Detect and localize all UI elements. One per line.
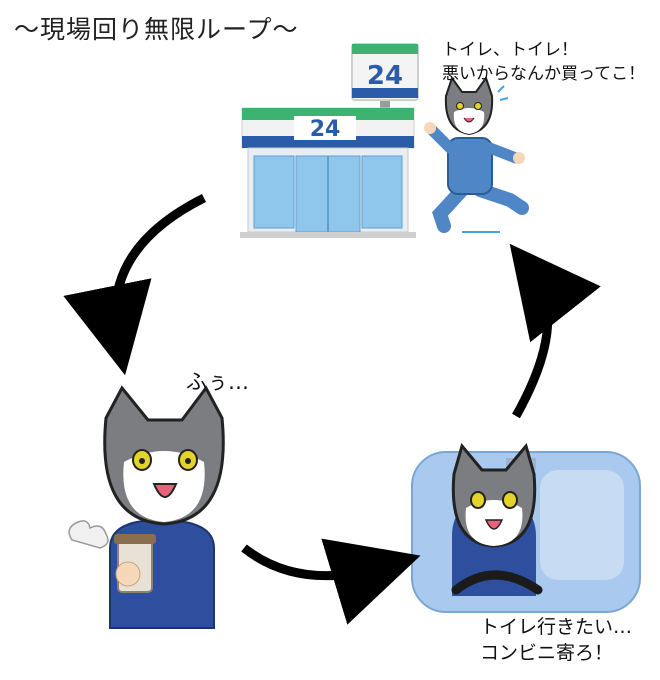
arrow-rest-to-car — [241, 538, 421, 625]
driving-cat-speech-line1: トイレ行きたい… — [480, 616, 633, 638]
running-cat-speech-line2: 悪いからなんか買ってこ！ — [442, 64, 646, 84]
cycle-arrows — [63, 193, 601, 625]
arrow-store-to-rest — [63, 193, 207, 376]
driving-cat-in-car — [411, 442, 641, 613]
running-cat-speech-line1: トイレ、トイレ！ — [442, 40, 578, 60]
pole-sign-number: 24 — [367, 61, 403, 91]
page-title: 〜現場回り無限ループ〜 — [14, 15, 299, 44]
resting-cat-speech: ふぅ… — [186, 370, 249, 394]
resting-cat-with-drink — [68, 385, 225, 629]
running-cat-speech: トイレ、トイレ！ 悪いからなんか買ってこ！ — [442, 38, 645, 86]
store-sign-number: 24 — [310, 117, 341, 142]
running-cat-worker — [424, 75, 529, 233]
arrow-car-to-store — [509, 243, 601, 419]
driving-cat-speech-line2: コンビニ寄ろ！ — [480, 642, 614, 664]
driving-cat-speech: トイレ行きたい… コンビニ寄ろ！ — [480, 614, 632, 666]
convenience-store: 24 24 — [240, 43, 419, 238]
